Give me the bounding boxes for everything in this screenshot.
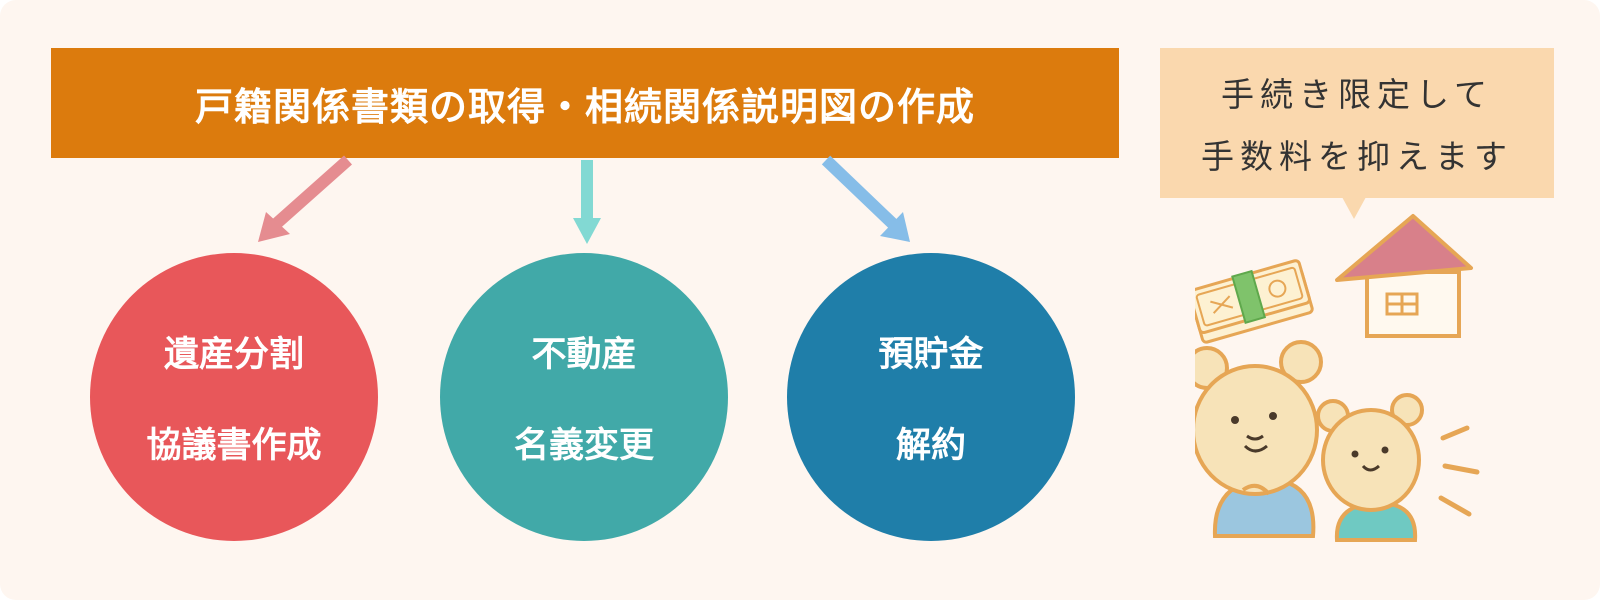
circle-deposit-cancellation: 預貯金 解約	[787, 253, 1075, 541]
circle-label: 預貯金	[878, 335, 984, 375]
arrow-right	[821, 155, 910, 242]
speech-bubble: 手続き限定して 手数料を抑えます	[1160, 48, 1554, 198]
circle-label: 協議書作成	[146, 426, 322, 466]
banner-title: 戸籍関係書類の取得・相続関係説明図の作成	[194, 84, 975, 129]
circle-label: 不動産	[531, 335, 637, 375]
money-bundle-icon	[1195, 259, 1314, 344]
house-icon	[1335, 214, 1473, 338]
speech-bubble-tail	[1342, 197, 1366, 219]
circle-real-estate-transfer: 不動産 名義変更	[440, 253, 728, 541]
circle-label: 解約	[895, 426, 966, 466]
circle-label: 遺産分割	[163, 335, 304, 375]
bear-child-icon	[1316, 393, 1424, 542]
header-banner: 戸籍関係書類の取得・相続関係説明図の作成	[51, 48, 1119, 158]
sparkle-lines	[1438, 425, 1480, 517]
circle-inheritance-agreement: 遺産分割 協議書作成	[90, 253, 378, 541]
arrow-left	[258, 155, 352, 242]
bear-parent-icon	[1195, 340, 1323, 538]
arrow-center	[573, 160, 601, 244]
illustration	[1195, 214, 1480, 542]
bubble-line: 手続き限定して	[1220, 75, 1493, 114]
bubble-line: 手数料を抑えます	[1201, 137, 1513, 176]
circle-label: 名義変更	[513, 426, 654, 466]
